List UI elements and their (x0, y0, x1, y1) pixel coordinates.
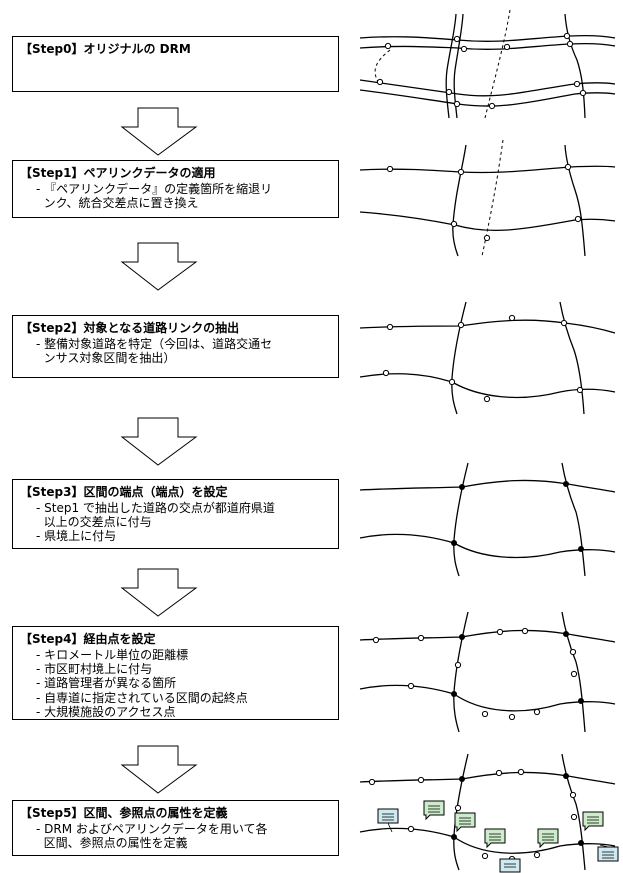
step4-line: - キロメートル単位の距離標 (36, 648, 189, 663)
step2-line: - 整備対象道路を特定（今回は、道路交通セ (36, 337, 273, 352)
step1-details: - 『ペアリンクデータ』の定義箇所を縮退リ ンク、統合交差点に置き換え (36, 182, 331, 210)
step4-road-network (359, 611, 616, 733)
step3-line: - Step1 で抽出した道路の交点が都道府県道 (36, 501, 275, 516)
down-arrow-icon (120, 107, 198, 156)
step4-line: - 大規模施設のアクセス点 (36, 704, 176, 719)
step0-box: 【Step0】オリジナルの DRM (12, 36, 339, 92)
step1-road-network (359, 139, 616, 257)
step1-line: - 『ペアリンクデータ』の定義箇所を縮退リ (36, 182, 273, 197)
step5-road-network (359, 753, 619, 873)
step3-line: - 県境上に付与 (36, 529, 117, 544)
step5-line: - DRM およびペアリンクデータを用いて各 (36, 822, 268, 837)
down-arrow-icon (120, 568, 198, 617)
step1-title: 【Step1】ペアリンクデータの適用 (20, 166, 216, 180)
step4-line: - 道路管理者が異なる箇所 (36, 676, 177, 691)
step0-title: 【Step0】オリジナルの DRM (20, 42, 191, 56)
step1-line: ンク、統合交差点に置き換え (36, 196, 199, 211)
step5-line: 区間、参照点の属性を定義 (36, 836, 188, 851)
step3-line: 以上の交差点に付与 (36, 515, 152, 530)
step5-box: 【Step5】区間、参照点の属性を定義 - DRM およびペアリンクデータを用い… (12, 800, 339, 856)
step4-line: - 自専道に指定されている区間の起終点 (36, 690, 248, 705)
step3-box: 【Step3】区間の端点（端点）を設定 - Step1 で抽出した道路の交点が都… (12, 479, 339, 549)
step2-road-network (359, 301, 616, 415)
step2-box: 【Step2】対象となる道路リンクの抽出 - 整備対象道路を特定（今回は、道路交… (12, 315, 339, 378)
step3-details: - Step1 で抽出した道路の交点が都道府県道 以上の交差点に付与 - 県境上… (36, 501, 331, 543)
step1-box: 【Step1】ペアリンクデータの適用 - 『ペアリンクデータ』の定義箇所を縮退リ… (12, 160, 339, 218)
step3-road-network (359, 462, 616, 577)
down-arrow-icon (120, 417, 198, 466)
step2-details: - 整備対象道路を特定（今回は、道路交通セ ンサス対象区間を抽出） (36, 337, 331, 365)
step4-title: 【Step4】経由点を設定 (20, 632, 156, 646)
step2-line: ンサス対象区間を抽出） (36, 351, 176, 366)
step5-details: - DRM およびペアリンクデータを用いて各 区間、参照点の属性を定義 (36, 822, 331, 850)
down-arrow-icon (120, 745, 198, 794)
down-arrow-icon (120, 242, 198, 291)
step2-title: 【Step2】対象となる道路リンクの抽出 (20, 321, 240, 335)
step0-road-network (359, 9, 616, 119)
step4-box: 【Step4】経由点を設定 - キロメートル単位の距離標 - 市区町村境上に付与… (12, 626, 339, 720)
step3-title: 【Step3】区間の端点（端点）を設定 (20, 485, 228, 499)
step4-details: - キロメートル単位の距離標 - 市区町村境上に付与 - 道路管理者が異なる箇所… (36, 648, 331, 719)
step5-title: 【Step5】区間、参照点の属性を定義 (20, 806, 228, 820)
step4-line: - 市区町村境上に付与 (36, 662, 153, 677)
